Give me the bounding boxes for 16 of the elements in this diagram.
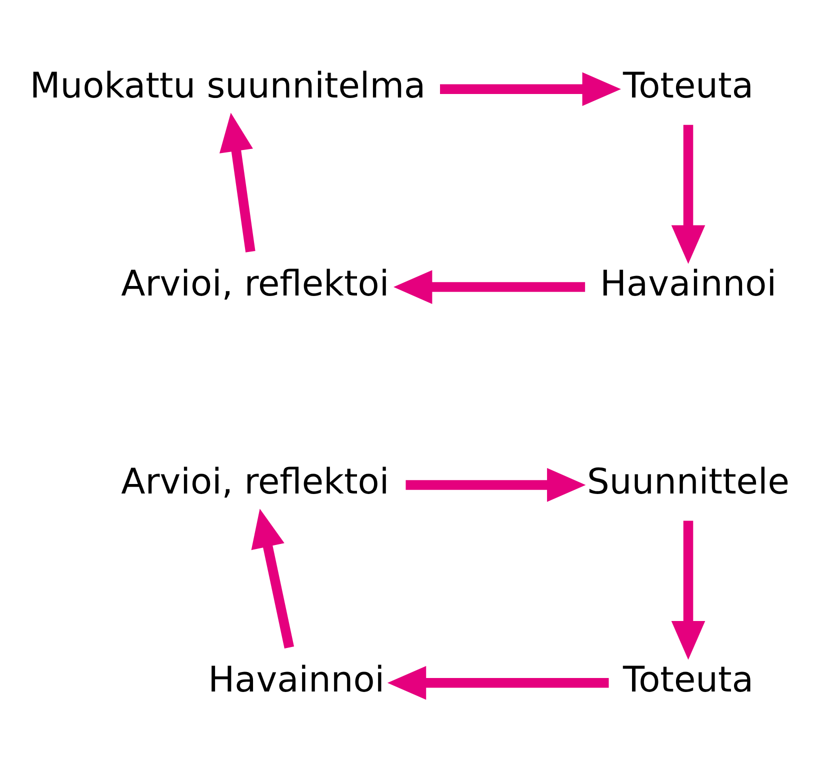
arrow (671, 520, 706, 660)
node-text: Arvioi, reflektoi (121, 264, 390, 305)
arrow (251, 508, 294, 649)
arrow (387, 666, 609, 700)
node-text: Toteuta (623, 66, 754, 107)
arrow (671, 124, 706, 264)
node-text: Arvioi, reflektoi (121, 462, 390, 503)
node-text: Muokattu suunnitelma (30, 66, 426, 107)
node-text: Toteuta (623, 660, 754, 701)
node-text: Havainnoi (208, 660, 385, 701)
node-text: Havainnoi (600, 264, 777, 305)
arrow (440, 72, 621, 106)
arrow (406, 468, 586, 502)
node-text: Suunnittele (587, 462, 790, 503)
arrow (394, 270, 586, 304)
arrow (219, 112, 256, 252)
